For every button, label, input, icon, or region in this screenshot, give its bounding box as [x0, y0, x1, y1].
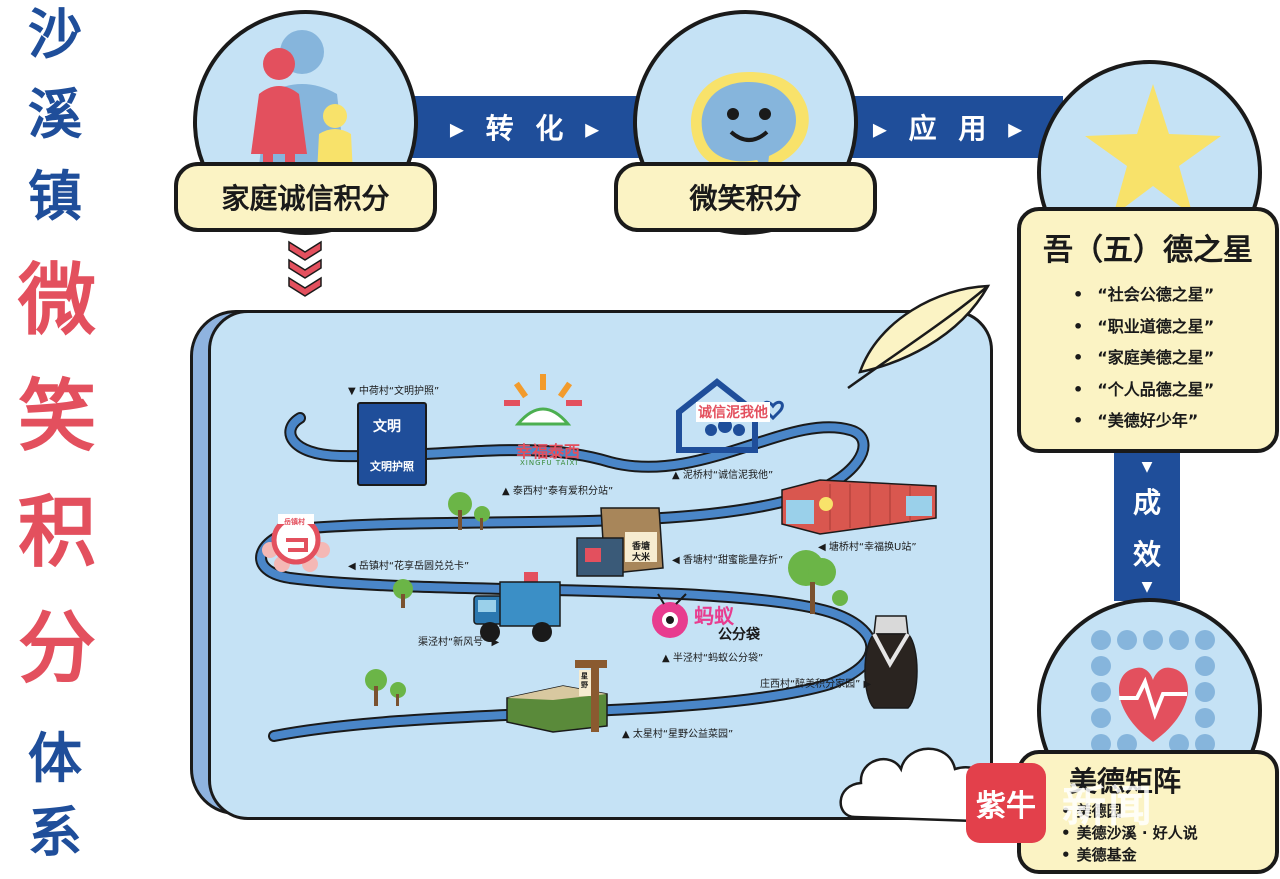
village-label: ◀ 岳镇村“花享岳圆兑兑卡” — [348, 561, 470, 572]
tree-icon — [393, 579, 413, 608]
virtue-matrix-title: 美德矩阵 — [1069, 765, 1182, 798]
result-char: 效 — [1132, 538, 1161, 571]
list-item: 美德园 — [1061, 800, 1198, 822]
title-char: 分 — [17, 604, 96, 694]
taixi-subtitle: XINGFU TAIXI — [520, 459, 579, 467]
tree-icon — [448, 492, 490, 530]
garden-icon — [506, 660, 608, 733]
village-label: ▼ 中荷村“文明护照” — [348, 386, 440, 397]
virtue-stars-box: 吾（五）德之星 “社会公德之星” “职业道德之星” “家庭美德之星” “个人品德… — [1017, 207, 1279, 453]
list-item: “家庭美德之星” — [1073, 342, 1214, 374]
virtue-stars-title: 吾（五）德之星 — [1043, 233, 1253, 268]
niqiao-brand: 诚信泥我他 — [696, 402, 770, 422]
transform-band: ▸ 转 化 ▸ — [405, 96, 650, 158]
virtue-matrix-list: 美德园 美德沙溪 · 好人说 美德基金 — [1061, 800, 1198, 866]
title-char: 系 — [28, 801, 82, 864]
taixi-brand: 幸福泰西 — [516, 442, 581, 461]
virtue-stars-list: “社会公德之星” “职业道德之星” “家庭美德之星” “个人品德之星” “美德好… — [1073, 279, 1214, 437]
village-label: ▲ 太星村“星野公益菜园” — [622, 729, 734, 740]
star-icon — [1085, 84, 1221, 216]
title-char: 微 — [17, 256, 96, 346]
title-char: 溪 — [28, 83, 82, 146]
list-item: 美德沙溪 · 好人说 — [1061, 822, 1198, 844]
family-credit-pill: 家庭诚信积分 — [174, 162, 437, 232]
exchange-station-icon — [781, 479, 937, 535]
virtue-matrix-box: 美德矩阵 美德园 美德沙溪 · 好人说 美德基金 — [1017, 750, 1279, 874]
ant-logo-icon — [652, 593, 688, 638]
village-label: ◀ 塘桥村“幸福换U站” — [818, 542, 917, 553]
village-label: 渠泾村“新风号” ▶ — [418, 637, 500, 648]
zi-niu-logo: 紫牛 — [966, 763, 1046, 843]
apply-band: ▸ 应 用 ▸ — [838, 96, 1063, 158]
village-label: ▲ 泰西村“泰有爱积分站” — [502, 486, 614, 497]
news-watermark: 新闻 — [1062, 781, 1154, 832]
chevron-down-icon — [288, 240, 322, 297]
civility-passport-card: 文明 文明护照 — [357, 402, 427, 486]
sun-logo-icon — [504, 374, 582, 426]
title-char: 沙 — [28, 3, 82, 66]
title-char: 镇 — [28, 165, 82, 228]
heart-matrix-icon — [1091, 630, 1215, 754]
list-item: “职业道德之星” — [1073, 311, 1214, 343]
yuezhen-mark: 岳镇村 — [284, 518, 305, 526]
ant-brand: 蚂蚁 — [694, 604, 734, 628]
arrow-down-icon: ▼ — [1141, 459, 1153, 475]
yuezhen-logo-icon — [262, 514, 330, 572]
village-label: ▲ 半泾村“蚂蚁公分袋” — [662, 653, 764, 664]
village-label: ◀ 香塘村“甜蜜能量存折” — [672, 555, 784, 566]
truck-icon — [473, 572, 561, 642]
list-item: “社会公德之星” — [1073, 279, 1214, 311]
title-char: 积 — [17, 488, 96, 578]
passport-mark: 文明 — [373, 419, 401, 435]
village-label: 庄西村“醉美积分家园” ▶ — [760, 679, 872, 690]
feather-icon — [847, 284, 991, 390]
rice-bag-icon — [576, 507, 664, 577]
smile-points-pill: 微笑积分 — [614, 162, 877, 232]
list-item: “美德好少年” — [1073, 405, 1214, 437]
rice-label: 香塘大米 — [632, 542, 651, 563]
village-label: ▲ 泥桥村“诚信泥我他” — [672, 470, 774, 481]
house-logo-icon — [676, 378, 784, 453]
list-item: “个人品德之星” — [1073, 374, 1214, 406]
wine-jar-icon — [864, 615, 918, 709]
result-char: 成 — [1132, 486, 1161, 519]
tree-icon — [788, 550, 848, 614]
smile-icon — [690, 72, 809, 190]
title-char: 体 — [28, 727, 82, 790]
arrow-down-icon: ▼ — [1141, 579, 1153, 595]
title-char: 笑 — [17, 372, 96, 462]
transform-label: ▸ 转 化 ▸ — [449, 112, 606, 145]
winding-road — [255, 412, 878, 742]
farm-label: 星野 — [581, 672, 588, 689]
tree-icon — [365, 669, 406, 706]
list-item: 美德基金 — [1061, 844, 1198, 866]
apply-label: ▸ 应 用 ▸ — [872, 112, 1029, 145]
result-band: ▼ 成 效 ▼ — [1114, 453, 1180, 601]
passport-label: 文明护照 — [370, 460, 414, 473]
ant-subtitle: 公分袋 — [718, 627, 760, 643]
